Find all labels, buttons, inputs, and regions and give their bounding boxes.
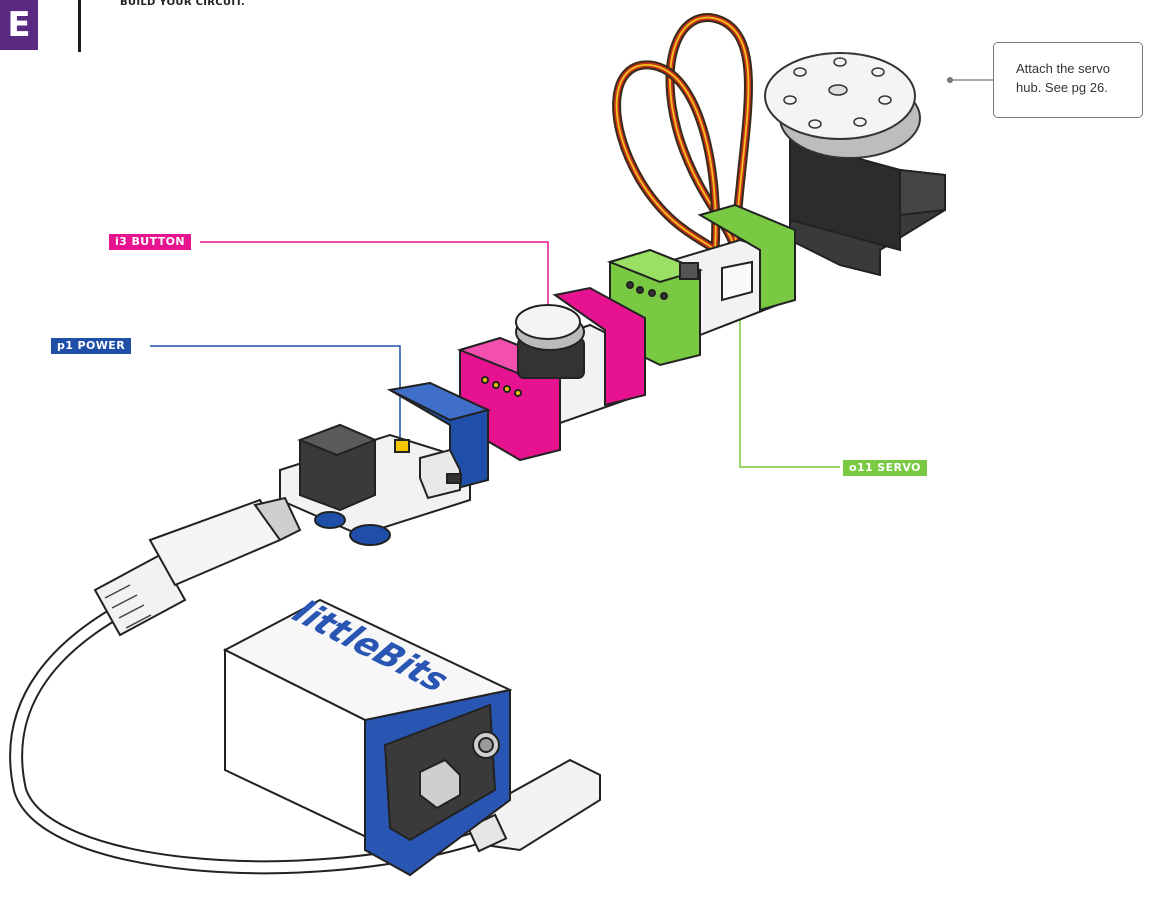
callout-leader-dot [947,77,953,83]
power-label: p1 POWER [51,338,132,354]
power-cable [9,593,517,875]
callout-line-1: Attach the servo [1016,61,1110,76]
header-divider [78,0,81,52]
button-leader-line [200,241,549,318]
barrel-plug [93,496,302,637]
servo-motor [789,138,946,277]
button-label: i3 BUTTON [109,234,191,250]
servo-hub-disc [764,52,921,159]
section-badge: E [0,0,38,50]
power-module [279,381,491,546]
servo-leader-line [739,300,840,468]
instruction-heading: BUILD YOUR CIRCUIT. [120,0,246,8]
servo-label: o11 SERVO [843,460,927,476]
servo-hub-callout: Attach the servo hub. See pg 26. [993,42,1143,118]
servo-module [606,203,796,367]
callout-line-2: hub. See pg 26. [1016,80,1108,95]
servo-wire [612,13,753,255]
power-leader-line [150,345,401,455]
button-module [456,286,646,462]
battery [222,598,513,877]
